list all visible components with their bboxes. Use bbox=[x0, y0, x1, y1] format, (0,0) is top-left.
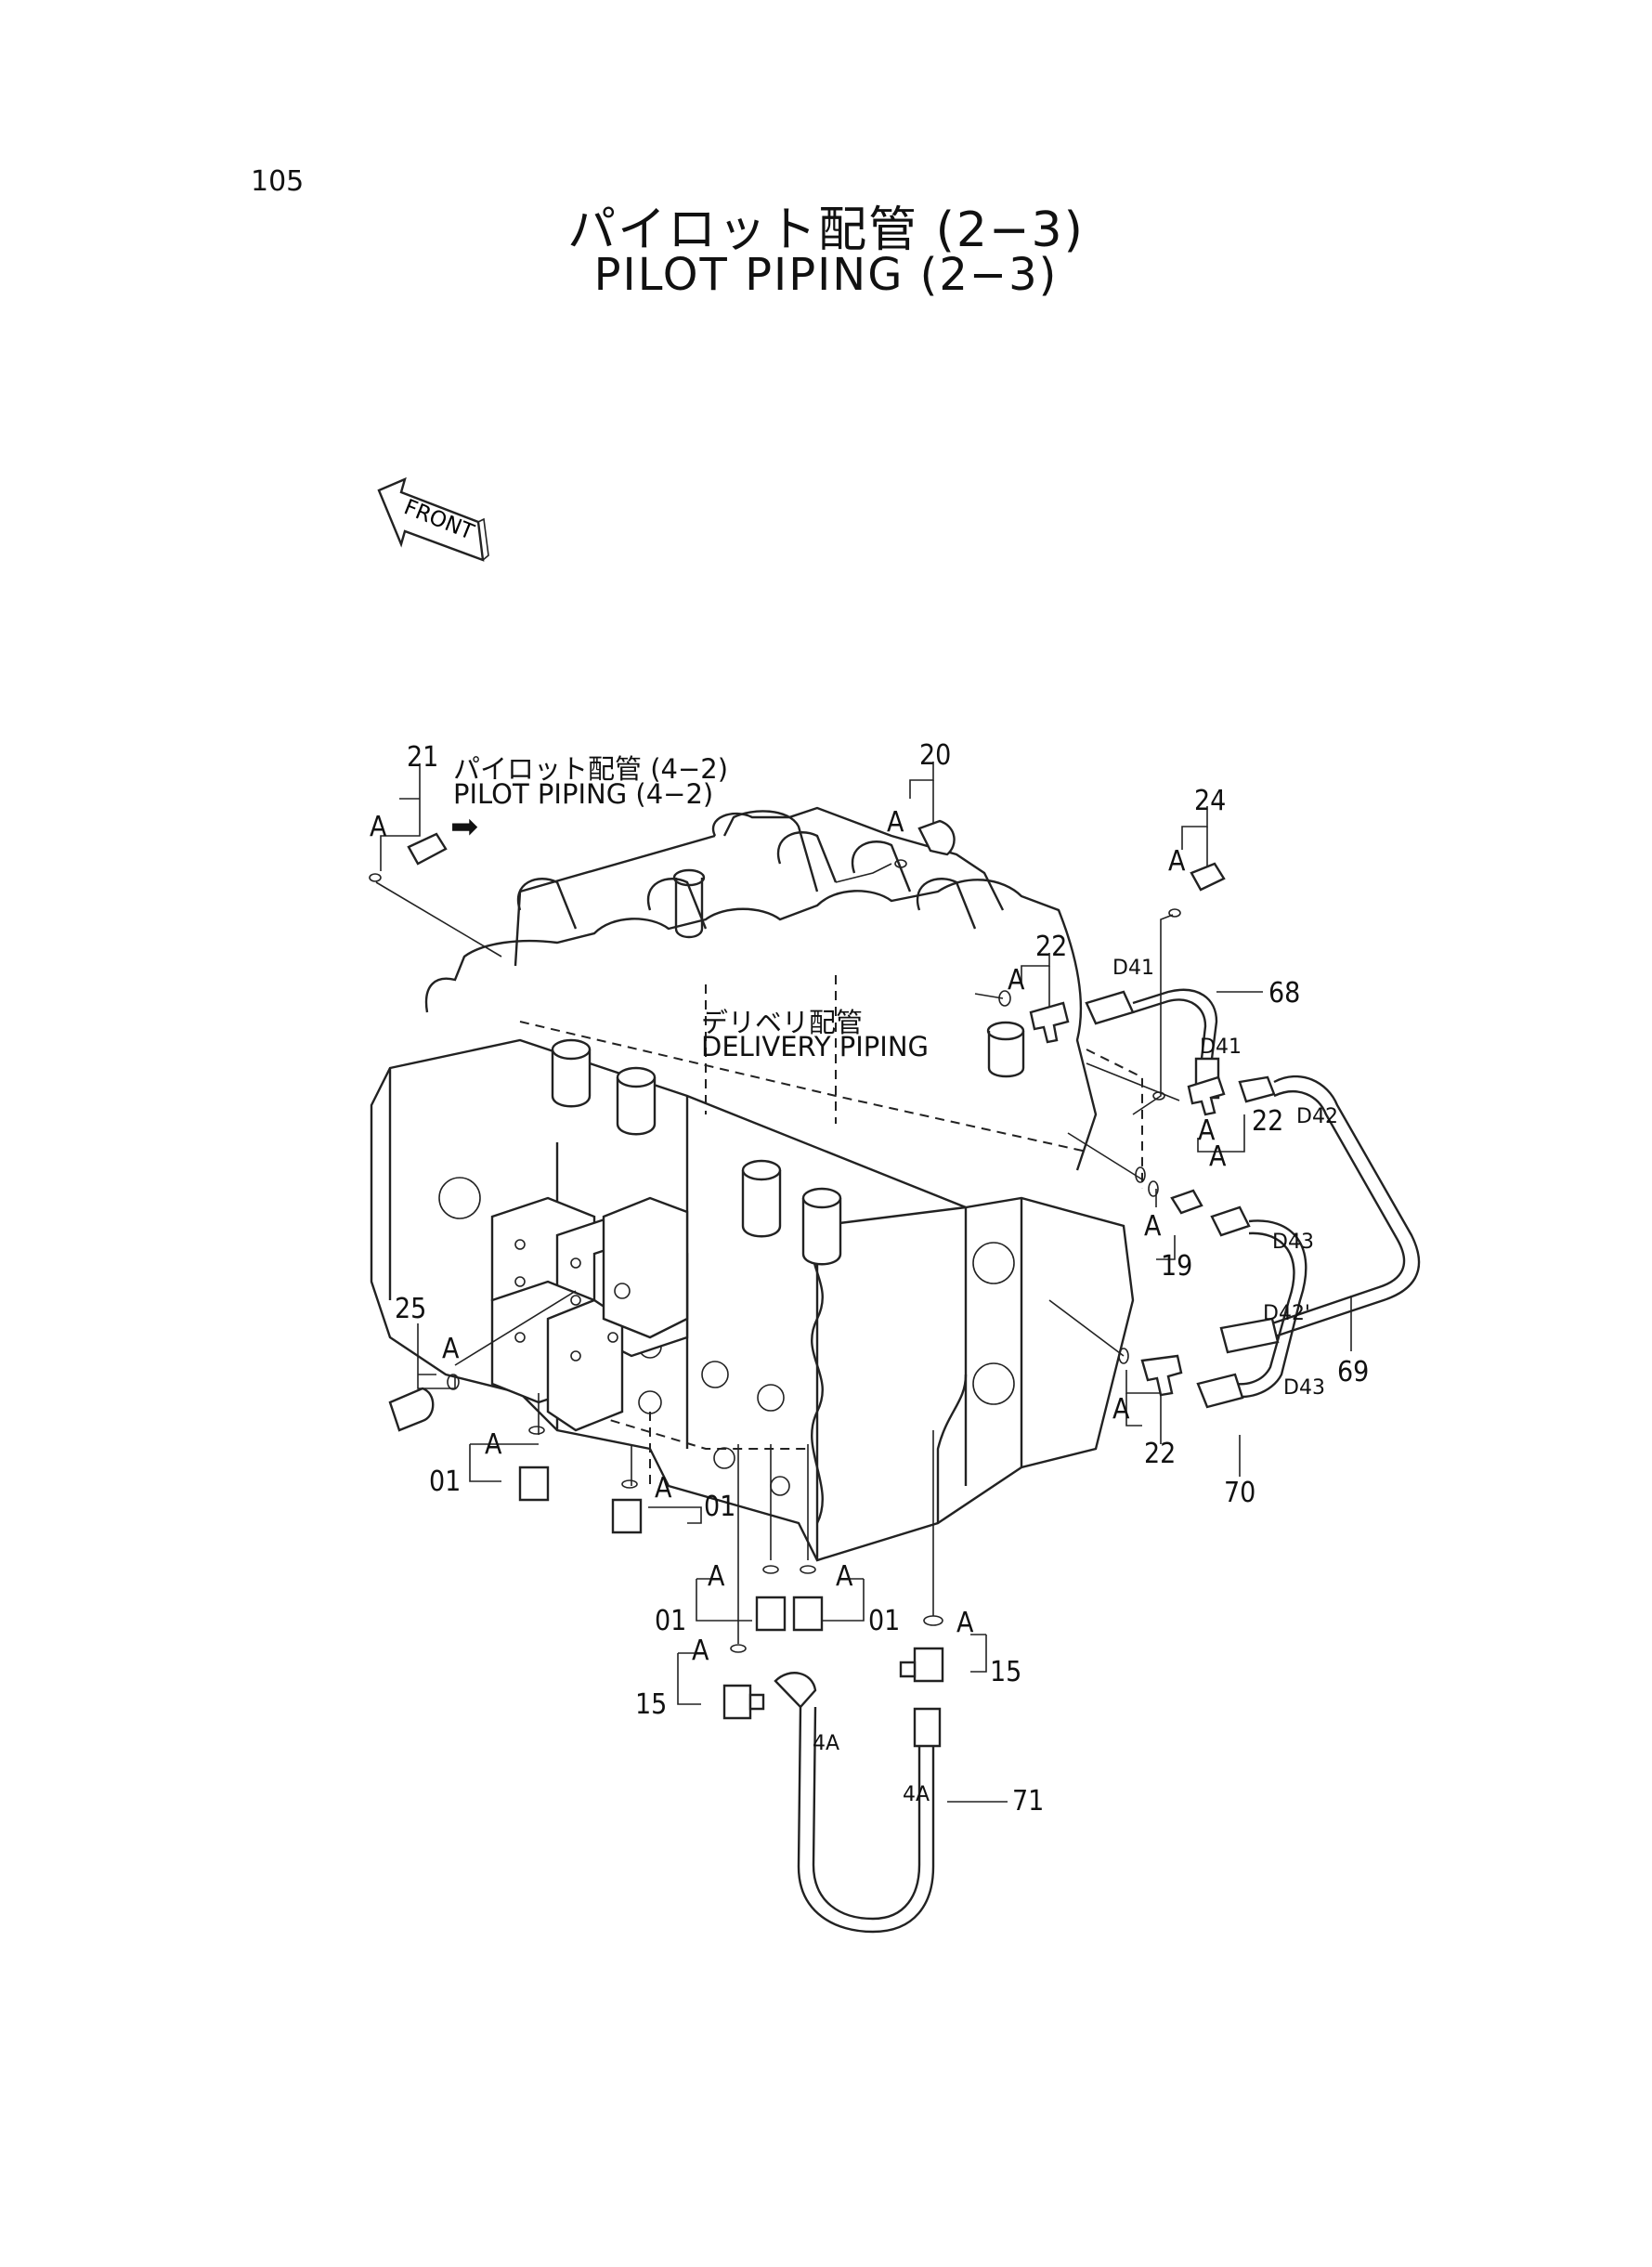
front-label: FRONT bbox=[400, 495, 477, 545]
note-delivery-jp: デリベリ配管 bbox=[701, 1007, 864, 1038]
callout-01-mid: 01 bbox=[704, 1491, 736, 1523]
callout-22-bottom: 22 bbox=[1144, 1438, 1177, 1470]
hose-code-d42: D42 bbox=[1296, 1105, 1338, 1128]
page-title-en: PILOT PIPING (2−3) bbox=[593, 249, 1059, 301]
mark-a-24: A bbox=[1168, 845, 1186, 878]
mark-a-extra: A bbox=[1198, 1114, 1216, 1147]
hose-code-d42-prime: D42' bbox=[1263, 1302, 1310, 1325]
mark-a-01-lower-left: A bbox=[708, 1560, 725, 1593]
callout-01-lower-left: 01 bbox=[655, 1605, 687, 1637]
hose-code-d41-top: D41 bbox=[1112, 957, 1154, 980]
page-title-jp: パイロット配管 (2−3) bbox=[567, 202, 1085, 258]
fittings bbox=[369, 819, 1421, 1934]
mark-a-01-mid: A bbox=[655, 1472, 672, 1505]
mark-a-20: A bbox=[887, 806, 904, 839]
hose-code-d43-bottom: D43 bbox=[1283, 1376, 1325, 1400]
callout-21: 21 bbox=[407, 741, 439, 774]
callout-15-left: 15 bbox=[635, 1688, 668, 1721]
hose-code-d41-side: D41 bbox=[1200, 1036, 1242, 1059]
arrow-icon: ➡ bbox=[450, 808, 479, 846]
mark-a-22-mid: A bbox=[1209, 1140, 1227, 1173]
callout-22-mid: 22 bbox=[1252, 1105, 1284, 1138]
callout-15-right: 15 bbox=[990, 1656, 1022, 1688]
mark-a-01-left: A bbox=[485, 1428, 502, 1461]
hose-code-d43-top: D43 bbox=[1272, 1231, 1314, 1254]
callout-69: 69 bbox=[1337, 1356, 1370, 1388]
callout-25: 25 bbox=[395, 1293, 427, 1325]
leader-lines bbox=[375, 762, 1352, 1803]
callout-22-top: 22 bbox=[1035, 931, 1068, 963]
hose-code-4a-right: 4A bbox=[903, 1783, 930, 1806]
mark-a-15-right: A bbox=[956, 1607, 974, 1639]
callout-70: 70 bbox=[1224, 1477, 1256, 1509]
callout-68: 68 bbox=[1268, 977, 1301, 1010]
callout-20: 20 bbox=[919, 739, 952, 772]
mark-a-21: A bbox=[370, 811, 387, 843]
callout-01-lower-right: 01 bbox=[868, 1605, 901, 1637]
hose-code-4a-left: 4A bbox=[813, 1732, 840, 1755]
front-arrow-icon bbox=[377, 476, 489, 562]
mark-a-22-top: A bbox=[1008, 964, 1025, 997]
mark-a-01-lower-right: A bbox=[836, 1560, 853, 1593]
callout-01-left: 01 bbox=[429, 1466, 462, 1498]
mark-a-19: A bbox=[1144, 1210, 1162, 1243]
note-pilot-jp: パイロット配管 (4−2) bbox=[453, 753, 729, 785]
note-delivery-en: DELIVERY PIPING bbox=[701, 1031, 929, 1062]
mark-a-22-bottom: A bbox=[1112, 1393, 1130, 1426]
mark-a-15-left: A bbox=[692, 1635, 709, 1667]
note-pilot-en: PILOT PIPING (4−2) bbox=[453, 778, 714, 810]
callout-19: 19 bbox=[1161, 1250, 1193, 1283]
mark-a-25: A bbox=[442, 1333, 460, 1365]
callout-24: 24 bbox=[1194, 785, 1227, 817]
callout-71: 71 bbox=[1012, 1785, 1045, 1818]
page-number: 105 bbox=[251, 165, 305, 198]
